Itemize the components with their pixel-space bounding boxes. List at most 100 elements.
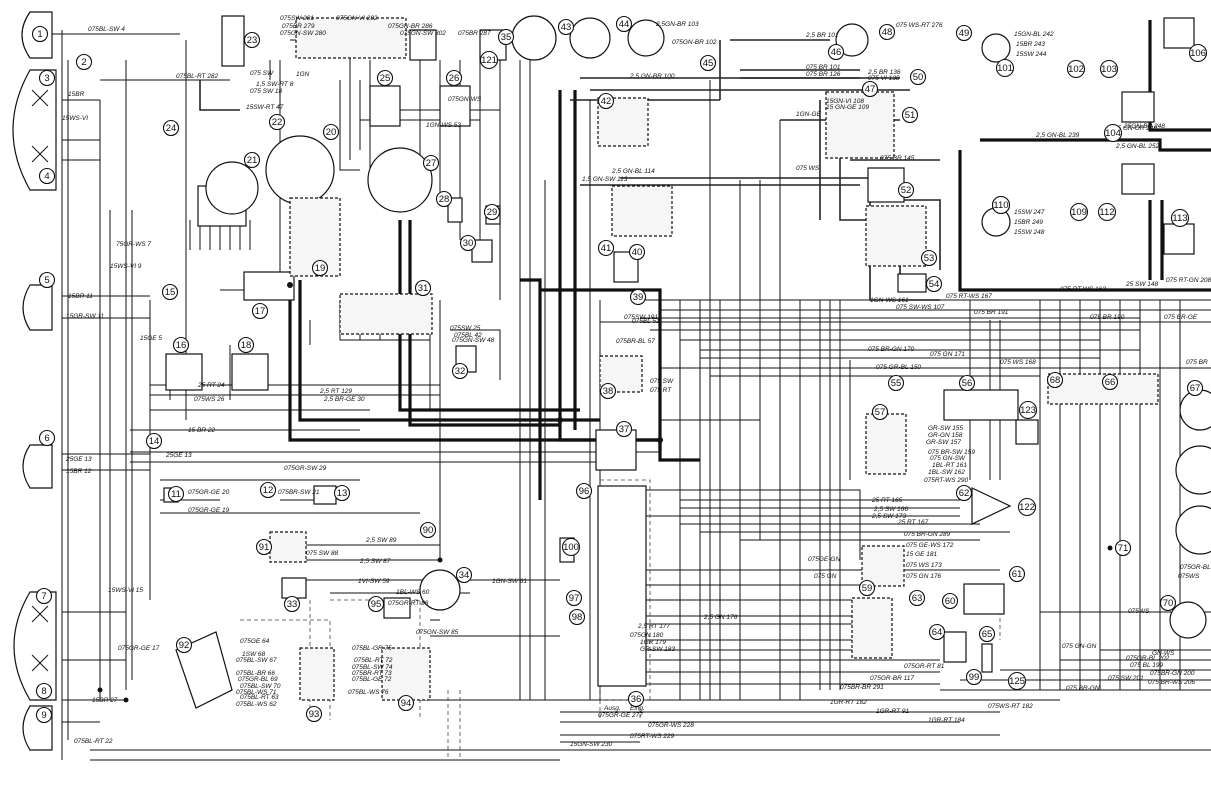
component-number: 26 bbox=[449, 73, 460, 84]
gauge-35 bbox=[511, 15, 557, 61]
component-60: 60 bbox=[941, 592, 959, 610]
connector-53 bbox=[865, 205, 927, 267]
component-number-ring bbox=[451, 362, 469, 380]
wire-label: 1GN bbox=[296, 71, 310, 78]
component-number: 20 bbox=[326, 127, 337, 138]
wire-label: 075BL-RT 22 bbox=[74, 738, 113, 745]
wire-label: 075BR 287 bbox=[458, 30, 491, 37]
component-number-ring bbox=[597, 92, 615, 110]
component-64: 64 bbox=[928, 623, 946, 641]
wire-label: 075BR-BL 57 bbox=[616, 338, 655, 345]
component-70: 70 bbox=[1159, 594, 1177, 612]
wire-label: 075 GE-WS 172 bbox=[906, 542, 954, 549]
component-number-ring bbox=[1097, 202, 1117, 222]
component-number-ring bbox=[1066, 59, 1086, 79]
wire-label: 075GR-BR 117 bbox=[870, 675, 914, 682]
component-number-ring bbox=[920, 249, 938, 267]
gauge-43 bbox=[569, 17, 611, 59]
wire-label: GR-SW 157 bbox=[926, 439, 961, 446]
component-number-ring bbox=[419, 521, 437, 539]
component-109: 109 bbox=[1069, 202, 1089, 222]
wire-label: 1SW 68 bbox=[242, 651, 266, 658]
component-number: 48 bbox=[882, 27, 893, 38]
component-number-ring bbox=[1103, 123, 1123, 143]
wire-label: 075RT-WS 290 bbox=[924, 477, 968, 484]
component-number-ring bbox=[255, 538, 273, 556]
wire-label: 075GN-VI 282 bbox=[336, 15, 378, 22]
component-number-ring bbox=[75, 53, 93, 71]
lamp-101 bbox=[981, 33, 1011, 63]
component-6: 6 bbox=[38, 429, 56, 447]
component-56: 56 bbox=[958, 374, 976, 392]
wire-label: 15BR 12 bbox=[66, 468, 92, 475]
component-number: 29 bbox=[487, 207, 498, 218]
wire-label: 075BL-SW 67 bbox=[236, 657, 277, 664]
component-125: 125 bbox=[1007, 671, 1027, 691]
wire-label: 075GR-BL 213 bbox=[1180, 564, 1211, 571]
wire-label: 15BR 27 bbox=[92, 697, 118, 704]
component-number-ring bbox=[597, 239, 615, 257]
component-number: 49 bbox=[959, 28, 970, 39]
component-number-ring bbox=[35, 682, 53, 700]
component-5: 5 bbox=[38, 271, 56, 289]
component-number-ring bbox=[376, 69, 394, 87]
component-number-ring bbox=[167, 485, 185, 503]
component-number: 125 bbox=[1009, 676, 1025, 687]
component-number-ring bbox=[965, 668, 983, 686]
component-71: 71 bbox=[1114, 539, 1132, 557]
component-number: 36 bbox=[631, 694, 642, 705]
wire-label: 075GE 64 bbox=[240, 638, 270, 645]
wire-label: 075GR-BL 69 bbox=[238, 676, 278, 683]
wire-label: 2,5 SW 173 bbox=[871, 513, 906, 520]
wire-label: 075BL-SW 4 bbox=[88, 26, 125, 33]
component-43: 43 bbox=[557, 18, 575, 36]
component-number-ring bbox=[35, 706, 53, 724]
component-number: 19 bbox=[315, 263, 326, 274]
component-34: 34 bbox=[455, 566, 473, 584]
component-number: 13 bbox=[337, 488, 348, 499]
wire-label: 075 RT-WS 163 bbox=[1060, 286, 1106, 293]
component-number-ring bbox=[1170, 208, 1190, 228]
wire-label: 2,5 RT 129 bbox=[319, 388, 352, 395]
component-number: 113 bbox=[1172, 213, 1187, 224]
component-number-ring bbox=[243, 31, 261, 49]
lamp-70 bbox=[1169, 601, 1207, 639]
component-number-ring bbox=[435, 190, 453, 208]
component-number: 106 bbox=[1190, 48, 1206, 59]
switch-94 bbox=[381, 647, 431, 701]
component-number-ring bbox=[322, 123, 340, 141]
component-54: 54 bbox=[925, 275, 943, 293]
component-42: 42 bbox=[597, 92, 615, 110]
component-number: 121 bbox=[481, 55, 497, 66]
component-number-ring bbox=[615, 15, 633, 33]
component-number: 43 bbox=[561, 22, 572, 33]
wire-label: 15GE 5 bbox=[140, 335, 162, 342]
component-99: 99 bbox=[965, 668, 983, 686]
component-number: 112 bbox=[1099, 207, 1114, 218]
wire-label: 25GE 13 bbox=[165, 452, 192, 459]
component-51: 51 bbox=[901, 106, 919, 124]
component-number: 6 bbox=[44, 433, 49, 444]
component-number-ring bbox=[367, 595, 385, 613]
component-number-ring bbox=[941, 592, 959, 610]
component-number-ring bbox=[901, 106, 919, 124]
wire-label: 075 GN-SW bbox=[930, 455, 966, 462]
relay-104 bbox=[1121, 91, 1155, 123]
relay-120 bbox=[409, 29, 437, 61]
component-number-ring bbox=[38, 69, 56, 87]
component-number: 31 bbox=[418, 283, 429, 294]
wire-label: 075BL-GR 75 bbox=[352, 645, 392, 652]
component-number: 54 bbox=[929, 279, 940, 290]
component-100: 100 bbox=[561, 537, 581, 557]
wire-label: 075 BR-GN 289 bbox=[904, 531, 951, 538]
wire-label: 2,5 SW 87 bbox=[359, 558, 391, 565]
component-40: 40 bbox=[628, 243, 646, 261]
component-57: 57 bbox=[871, 403, 889, 421]
wire-label: 15 GN-GE 109 bbox=[826, 104, 869, 111]
wire-label: 075 BR-GE bbox=[1164, 314, 1198, 321]
switch-59 bbox=[861, 545, 905, 587]
component-number: 95 bbox=[371, 599, 382, 610]
component-number: 93 bbox=[309, 709, 320, 720]
